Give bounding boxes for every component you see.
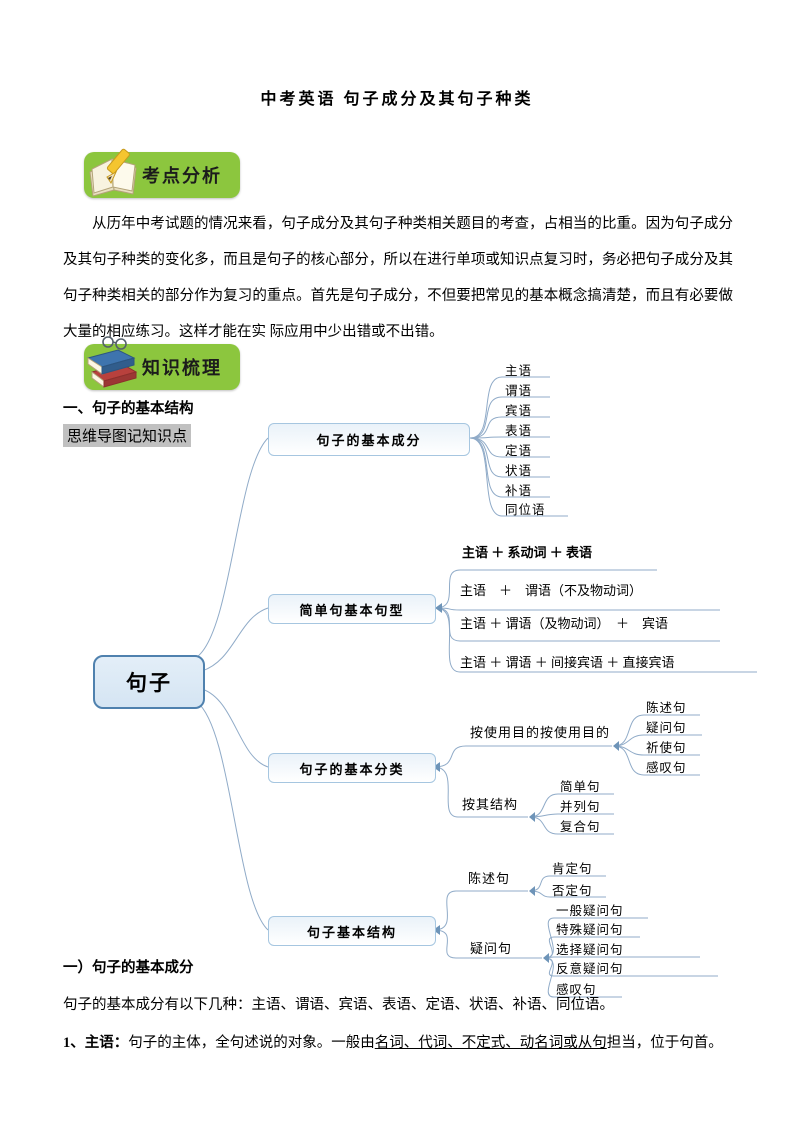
mindmap-leaf: 特殊疑问句 xyxy=(556,923,624,937)
books-glasses-icon xyxy=(86,336,138,388)
mindmap-node-label: 句子的基本分类 xyxy=(299,761,405,777)
mindmap-node-basic-components: 句子的基本成分 xyxy=(268,423,470,456)
mindmap-leaf: 补语 xyxy=(505,484,533,498)
mindmap-sub-branch: 疑问句 xyxy=(470,941,513,956)
mindmap-leaf: 陈述句 xyxy=(646,701,687,715)
mindmap-node-label: 句子的基本成分 xyxy=(316,433,422,448)
badge-label: 考点分析 xyxy=(142,166,222,186)
mindmap-leaf: 谓语 xyxy=(505,384,533,398)
mindmap-leaf: 主语 xyxy=(505,364,533,378)
item-body-text: 句子的主体，全句述说的对象。一般由 xyxy=(128,1035,375,1051)
mindmap-formula: 主语 ＋ 谓语（及物动词） ＋ 宾语 xyxy=(460,616,669,631)
mindmap-leaf: 反意疑问句 xyxy=(556,962,624,976)
mindmap-leaf: 选择疑问句 xyxy=(556,943,624,957)
mindmap-leaf: 感叹句 xyxy=(646,761,687,775)
subsection-heading: 一）句子的基本成分 xyxy=(63,960,194,976)
mindmap-leaf: 宾语 xyxy=(505,404,533,418)
book-pencil-icon xyxy=(89,148,137,197)
mindmap-node-basic-classification: 句子的基本分类 xyxy=(268,753,436,783)
intro-paragraph: 从历年中考试题的情况来看，句子成分及其句子种类相关题目的考查，占相当的比重。因为… xyxy=(63,216,733,340)
item-number-label: 1、主语： xyxy=(63,1035,129,1051)
mindmap-sub-branch: 陈述句 xyxy=(468,871,511,886)
mindmap-leaf: 感叹句 xyxy=(556,983,597,997)
mindmap-root-node: 句子 xyxy=(93,655,205,709)
mindmap-leaf: 简单句 xyxy=(560,780,601,794)
mindmap-tag: 思维导图记知识点 xyxy=(63,424,192,447)
mindmap-leaf: 疑问句 xyxy=(646,721,687,735)
mindmap-leaf: 同位语 xyxy=(505,503,546,517)
components-list-line: 句子的基本成分有以下几种：主语、谓语、宾语、表语、定语、状语、补语、同位语。 xyxy=(63,997,614,1013)
mindmap-leaf: 祈使句 xyxy=(646,741,687,755)
mindmap-sub-branch: 按使用目的按使用目的 xyxy=(470,725,611,740)
badge-label: 知识梳理 xyxy=(142,358,222,378)
mindmap-sub-branch: 按其结构 xyxy=(462,797,519,812)
section-heading: 一、句子的基本结构 xyxy=(63,401,194,417)
item-suffix-text: 担当，位于句首。 xyxy=(606,1035,723,1051)
mindmap-leaf: 并列句 xyxy=(560,800,601,814)
mindmap-leaf: 定语 xyxy=(505,444,533,458)
mindmap-node-basic-structure: 句子基本结构 xyxy=(268,916,436,946)
mindmap-formula: 主语 ＋ 谓语 ＋ 间接宾语 ＋ 直接宾语 xyxy=(460,655,675,670)
mindmap-leaf: 复合句 xyxy=(560,820,601,834)
mindmap-formula: 主语 ＋ 谓语（不及物动词） xyxy=(460,583,643,598)
mindmap-formula: 主语 ＋ 系动词 ＋ 表语 xyxy=(462,545,593,560)
mindmap-node-simple-sentence-patterns: 简单句基本句型 xyxy=(268,594,436,624)
mindmap-leaf: 否定句 xyxy=(552,884,593,898)
mindmap-leaf: 表语 xyxy=(505,424,533,438)
mindmap-node-label: 简单句基本句型 xyxy=(299,602,405,618)
subject-definition-line: 1、主语：句子的主体，全句述说的对象。一般由名词、代词、不定式、动名词或从句担当… xyxy=(63,1031,723,1052)
item-underlined-text: 名词、代词、不定式、动名词或从句 xyxy=(374,1035,607,1051)
mindmap-leaf: 状语 xyxy=(505,464,533,478)
page-title: 中考英语 句子成分及其句子种类 xyxy=(260,91,534,108)
mindmap-leaf: 一般疑问句 xyxy=(556,904,624,918)
mindmap-leaf: 肯定句 xyxy=(552,862,593,876)
mindmap-root-label: 句子 xyxy=(126,671,172,695)
mindmap-node-label: 句子基本结构 xyxy=(306,924,397,940)
